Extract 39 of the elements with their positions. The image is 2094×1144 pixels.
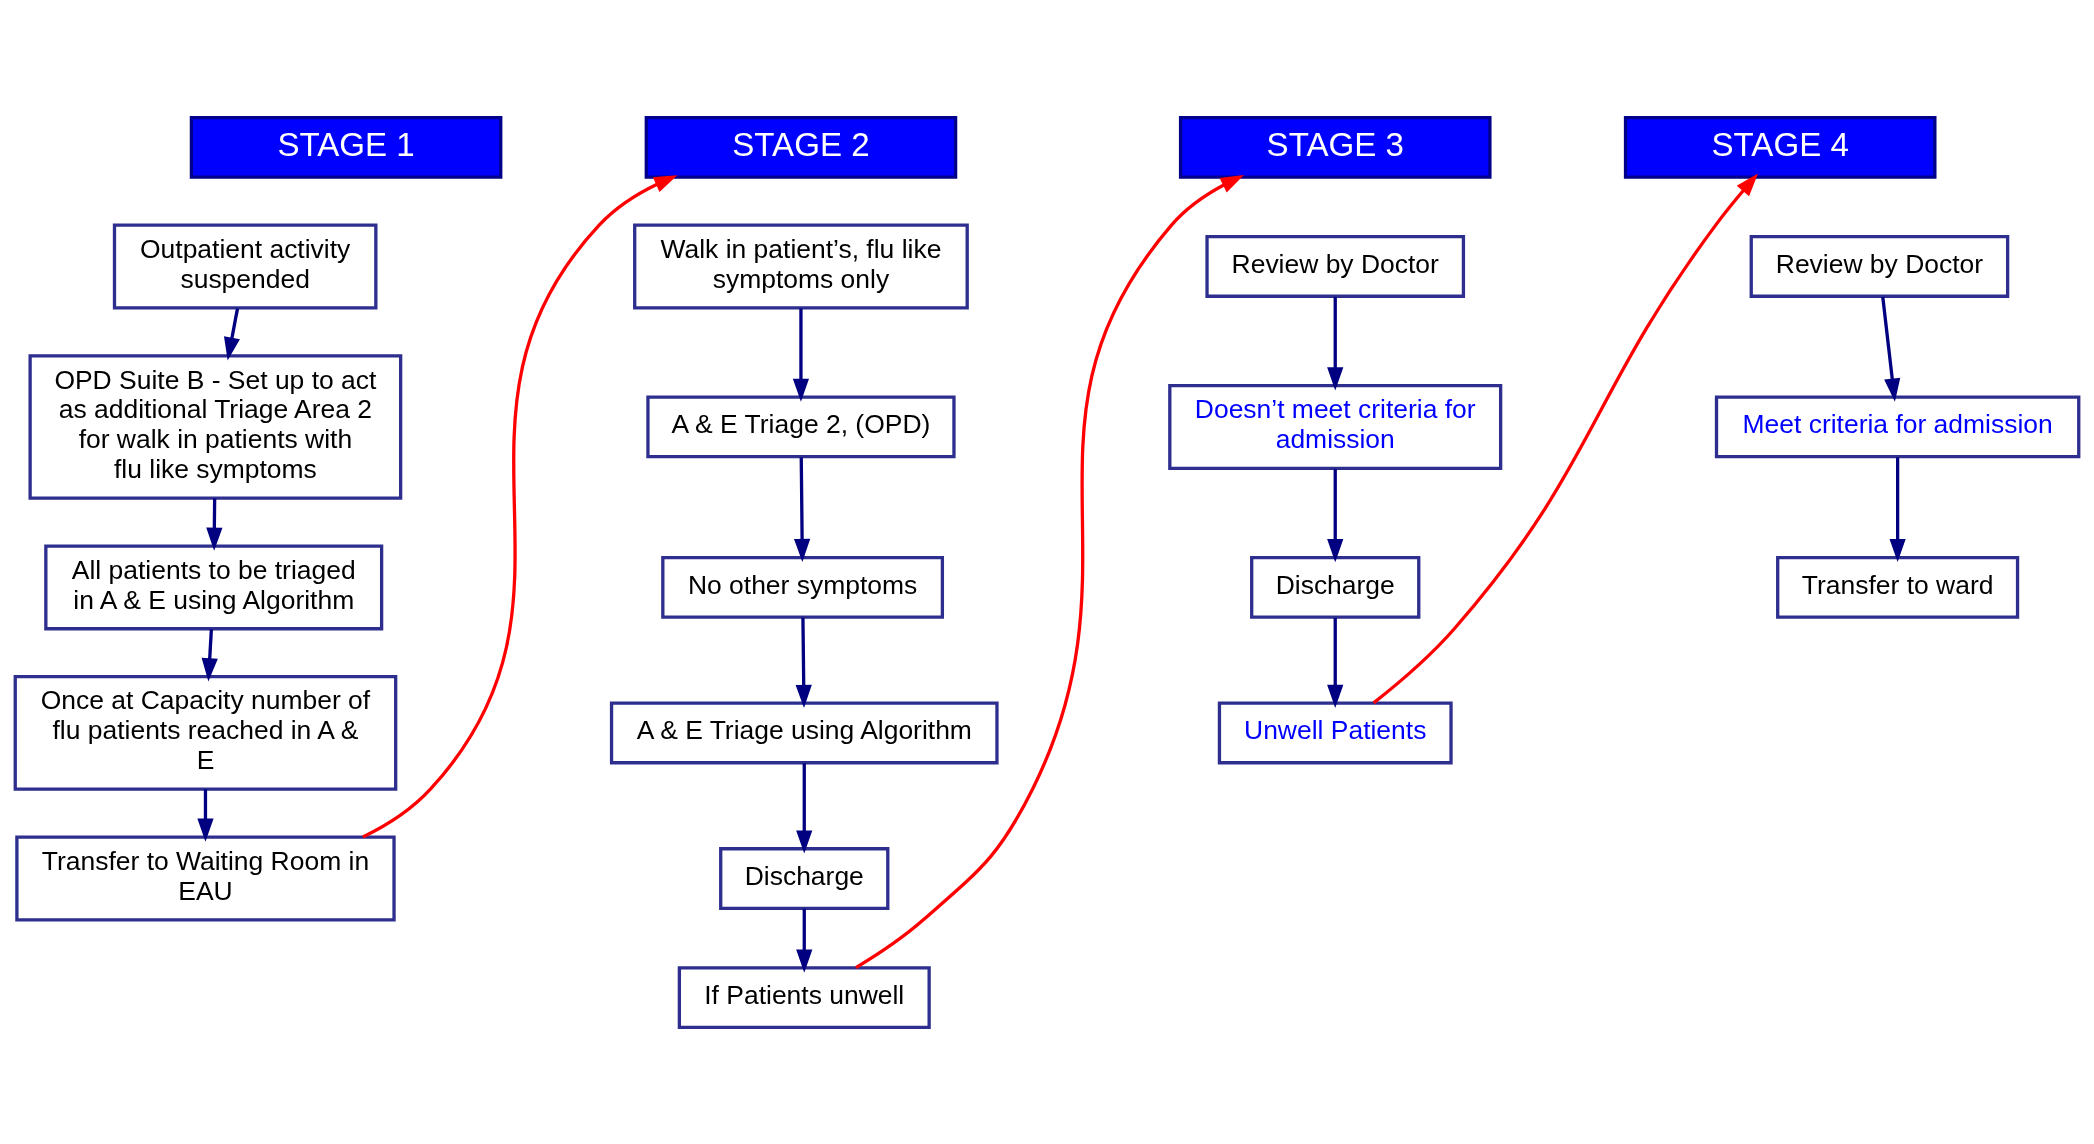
- node-box: STAGE 1: [189, 115, 503, 179]
- node-box: Outpatient activity suspended: [112, 222, 378, 309]
- node-box: STAGE 2: [644, 115, 958, 179]
- node-box: OPD Suite B - Set up to act as additional Triage Area 2 for walk in patients with flu like symptoms: [28, 353, 403, 500]
- node-box: Walk in patient’s, flu like symptoms only: [633, 222, 969, 309]
- arrow: [1372, 172, 1759, 704]
- arrow: [1327, 296, 1344, 390]
- node-box: Unwell Patients: [1217, 701, 1453, 764]
- node-box: STAGE 4: [1623, 115, 1937, 179]
- node-box: Doesn’t meet criteria for admission: [1168, 383, 1503, 470]
- node-box: All patients to be triaged in A & E using Algorithm: [44, 543, 384, 630]
- arrow: [792, 308, 810, 402]
- node-box: Discharge: [1250, 555, 1421, 619]
- node-box: Transfer to ward: [1776, 555, 2020, 619]
- arrow: [796, 762, 813, 854]
- arrow: [206, 497, 223, 551]
- node-box: No other symptoms: [661, 555, 945, 619]
- node-box: Discharge: [719, 846, 890, 910]
- arrow: [362, 174, 678, 838]
- node-box: Review by Doctor: [1749, 234, 2010, 298]
- node-box: Once at Capacity number of flu patients reached in A & E: [13, 674, 398, 791]
- node-box: Transfer to Waiting Room in EAU: [15, 835, 396, 922]
- node-box: Review by Doctor: [1205, 234, 1466, 298]
- node-box: A & E Triage using Algorithm: [609, 701, 999, 764]
- node-box: If Patients unwell: [677, 965, 931, 1029]
- arrow: [1889, 456, 1906, 562]
- arrow: [796, 908, 813, 973]
- arrow: [795, 617, 812, 708]
- arrow: [197, 788, 214, 842]
- node-box: A & E Triage 2, (OPD): [646, 395, 956, 458]
- arrow: [223, 307, 240, 361]
- arrow: [793, 456, 811, 562]
- arrow: [1881, 296, 1901, 402]
- arrow: [855, 174, 1244, 969]
- arrow: [1327, 468, 1344, 562]
- arrow: [201, 628, 218, 681]
- node-box: Meet criteria for admission: [1714, 395, 2081, 458]
- node-box: STAGE 3: [1178, 115, 1492, 179]
- arrow: [1327, 617, 1344, 708]
